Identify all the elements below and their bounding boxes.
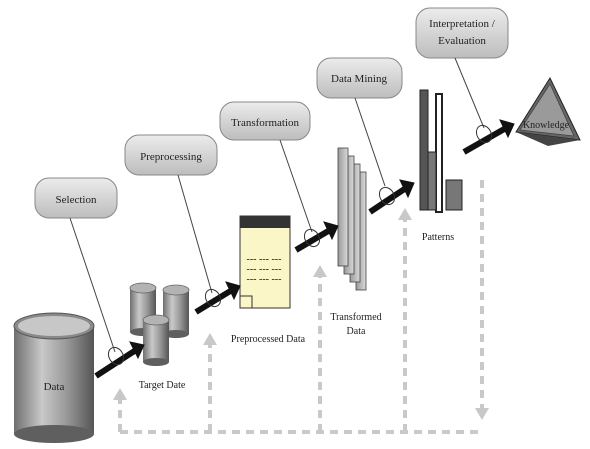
- step-interpretation: Interpretation / Evaluation: [415, 7, 509, 59]
- arrowhead-up-4: [398, 208, 412, 220]
- data-label: Data: [44, 381, 65, 393]
- step-selection-label: Selection: [56, 194, 97, 206]
- feedback-arrowheads: [113, 208, 489, 420]
- arrowhead-up-1: [113, 388, 127, 400]
- cylinder-small-3: [142, 314, 170, 366]
- target-data-label: Target Date: [139, 380, 186, 391]
- arrow-preprocessing: [194, 281, 241, 315]
- target-data-cylinders: Target Date: [129, 282, 190, 391]
- arrowhead-up-2: [203, 333, 217, 345]
- doc-line-1: --- --- ---: [247, 254, 282, 265]
- data-cylinder: Data: [13, 312, 95, 443]
- leader-lines: [69, 57, 485, 353]
- step-interpretation-line1: Interpretation /: [429, 18, 496, 30]
- arrow-interpretation: [462, 119, 515, 155]
- transformed-data-label-2: Data: [347, 326, 366, 337]
- arrowhead-up-3: [313, 265, 327, 277]
- step-interpretation-line2: Evaluation: [438, 35, 486, 47]
- arrow-transformation: [294, 221, 339, 253]
- step-transformation: Transformation: [219, 101, 311, 141]
- step-preprocessing: Preprocessing: [124, 134, 218, 176]
- step-transformation-label: Transformation: [231, 117, 300, 129]
- knowledge-pyramid: Knowledge: [515, 76, 581, 146]
- doc-line-3: --- --- ---: [247, 274, 282, 285]
- feedback-loop: [118, 180, 484, 434]
- patterns-bars: Patterns: [419, 89, 463, 243]
- step-preprocessing-label: Preprocessing: [140, 151, 202, 163]
- ring-markers: [107, 124, 493, 366]
- arrow-selection: [94, 341, 145, 379]
- transformed-data-stack: Transformed Data: [330, 147, 382, 337]
- preprocessed-document: --- --- --- --- --- --- --- --- --- Prep…: [231, 215, 306, 345]
- doc-line-2: --- --- ---: [247, 264, 282, 275]
- step-selection: Selection: [34, 177, 118, 219]
- arrowhead-down: [475, 408, 489, 420]
- arrow-mining: [368, 179, 415, 215]
- step-data-mining-label: Data Mining: [331, 73, 387, 85]
- preprocessed-data-label: Preprocessed Data: [231, 334, 306, 345]
- step-data-mining: Data Mining: [316, 57, 403, 99]
- process-arrows: [94, 119, 515, 379]
- patterns-label: Patterns: [422, 232, 454, 243]
- knowledge-label: Knowledge: [523, 120, 570, 131]
- transformed-data-label-1: Transformed: [330, 312, 381, 323]
